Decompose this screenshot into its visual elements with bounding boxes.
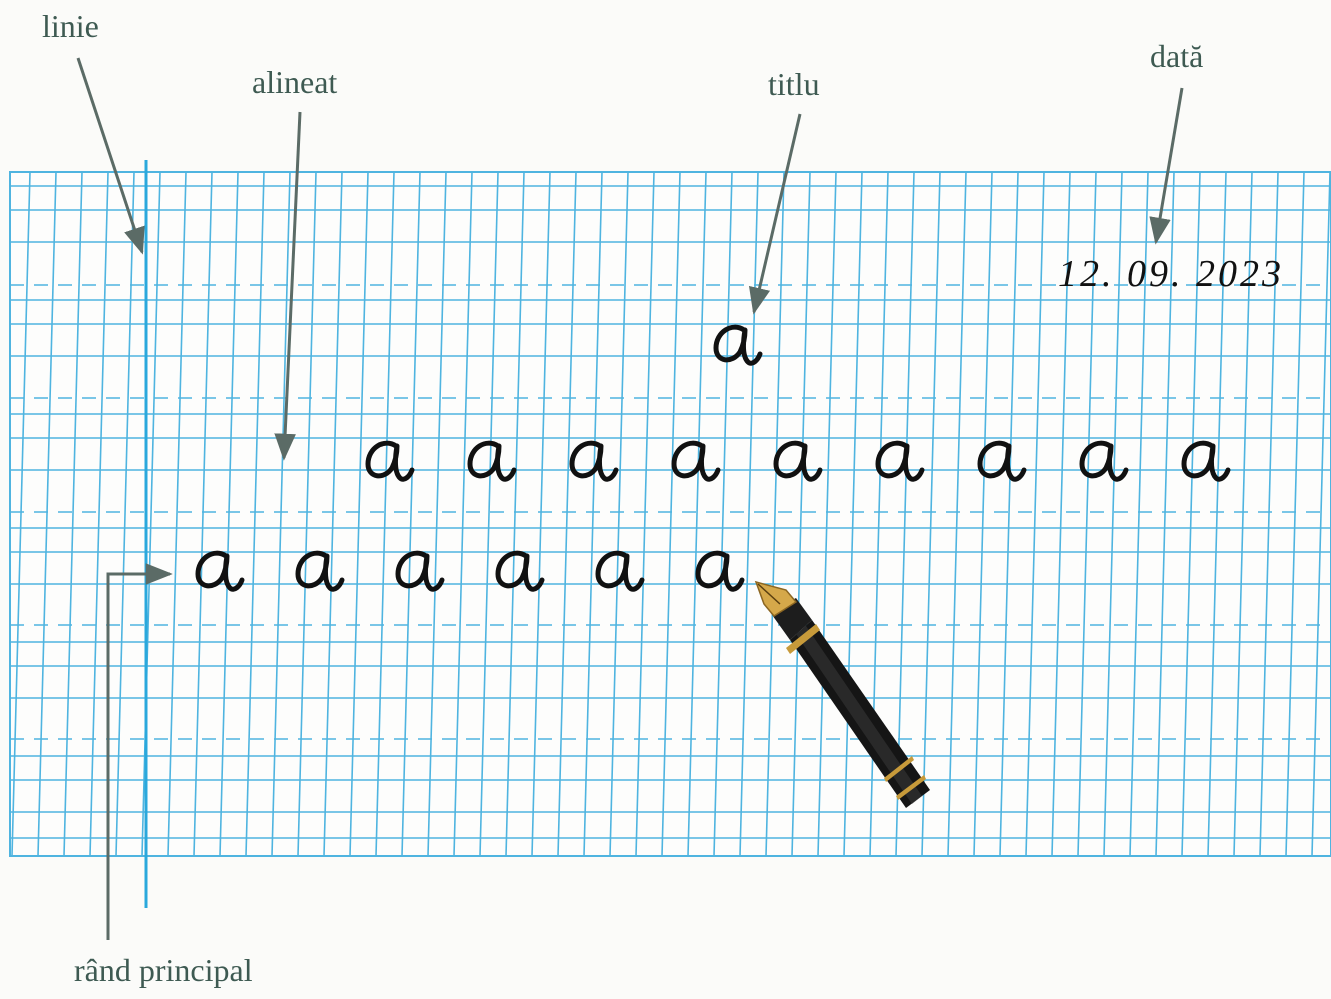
label-linie: linie: [42, 8, 99, 45]
label-titlu: titlu: [768, 66, 820, 103]
label-alineat: alineat: [252, 64, 337, 101]
notebook-date: 12. 09. 2023: [1058, 252, 1284, 296]
label-data: dată: [1150, 38, 1203, 75]
label-rand-principal: rând principal: [74, 952, 253, 989]
grid-slant-line: [0, 172, 4, 856]
